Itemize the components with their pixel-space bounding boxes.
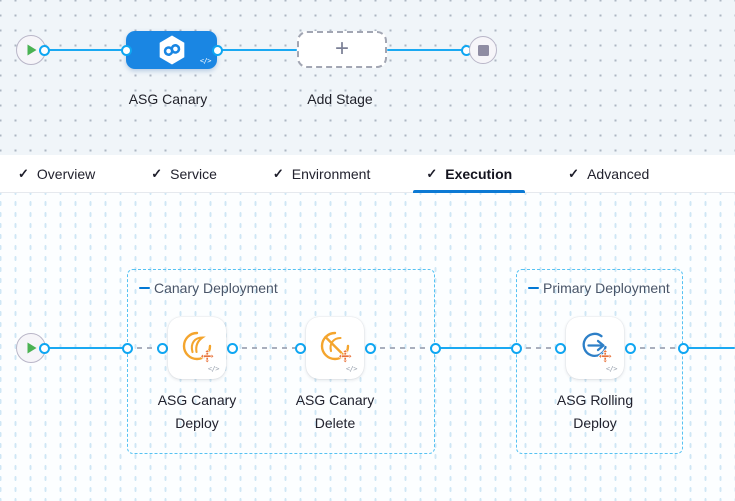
connector-port[interactable] [624, 342, 636, 354]
step-node-asg-rolling-deploy[interactable]: </> [566, 317, 624, 379]
connector-port[interactable] [211, 44, 223, 56]
check-icon: ✓ [272, 165, 284, 181]
connector-port[interactable] [294, 342, 306, 354]
tab-advanced[interactable]: ✓ Advanced [555, 155, 662, 192]
code-icon: </> [207, 365, 220, 373]
stage-node-asg-canary[interactable]: </> [126, 31, 217, 69]
tab-label: Execution [445, 165, 513, 182]
flow-line [217, 48, 297, 52]
check-icon: ✓ [18, 165, 29, 181]
stage-pipeline-canvas: </> + ASG Canary Add Stage [0, 0, 735, 155]
code-icon: </> [345, 365, 358, 373]
add-stage-button[interactable]: + [297, 31, 387, 68]
flow-line-dashed [370, 347, 435, 349]
flow-line-dashed [127, 347, 162, 349]
step-node-asg-canary-deploy[interactable]: </> [168, 317, 226, 379]
connector-port[interactable] [226, 342, 238, 354]
group-label: Canary Deployment [139, 280, 278, 296]
stage-config-tabbar: ✓ Overview ✓ Service ✓ Environment ✓ Exe… [0, 155, 735, 193]
connector-port[interactable] [364, 342, 376, 354]
code-icon: </> [605, 365, 618, 373]
connector-port[interactable] [554, 342, 566, 354]
play-icon [27, 44, 36, 56]
connector-port[interactable] [429, 342, 441, 354]
add-stage-label: Add Stage [307, 91, 373, 107]
stop-icon [477, 44, 489, 56]
connector-port[interactable] [677, 342, 689, 354]
step-node-asg-canary-delete[interactable]: </> [306, 317, 364, 379]
step-name-line2: Delete [314, 415, 356, 431]
flow-line-dashed [630, 347, 683, 349]
pipeline-end-node[interactable] [469, 36, 497, 64]
connector-port[interactable] [121, 342, 133, 354]
step-group-canary-deployment: Canary Deployment [127, 269, 435, 454]
code-icon: </> [199, 57, 212, 65]
asg-canary-deploy-icon [182, 331, 215, 364]
check-icon: ✓ [426, 165, 438, 181]
check-icon: ✓ [568, 165, 580, 181]
step-name-label: ASG Canary Deploy [127, 389, 267, 435]
flow-line-dashed [516, 347, 560, 349]
tab-label: Advanced [587, 165, 650, 182]
stage-name-label: ASG Canary [128, 91, 208, 107]
flow-line [435, 346, 516, 350]
flow-line-dashed [232, 347, 300, 349]
connector-port[interactable] [510, 342, 522, 354]
step-name-line1: ASG Canary [295, 392, 375, 408]
step-name-line1: ASG Canary [157, 392, 237, 408]
asg-canary-delete-icon [320, 331, 353, 364]
flow-line [683, 346, 735, 350]
harness-deploy-stage-icon [159, 35, 184, 65]
connector-port[interactable] [38, 342, 50, 354]
connector-port[interactable] [120, 44, 132, 56]
collapse-icon[interactable] [528, 286, 539, 290]
step-name-line1: ASG Rolling [556, 392, 634, 408]
flow-line [387, 48, 466, 52]
tab-label: Overview [36, 165, 96, 182]
group-label: Primary Deployment [528, 280, 670, 296]
step-name-line2: Deploy [573, 415, 617, 431]
group-label-text: Canary Deployment [154, 280, 278, 296]
group-label-text: Primary Deployment [543, 280, 670, 296]
asg-rolling-deploy-icon [582, 332, 613, 364]
connector-port[interactable] [156, 342, 168, 354]
plus-icon: + [334, 34, 349, 62]
step-name-line2: Deploy [175, 415, 219, 431]
connector-port[interactable] [38, 44, 50, 56]
collapse-icon[interactable] [139, 286, 150, 290]
flow-line [44, 48, 126, 52]
tab-label: Service [170, 165, 217, 182]
step-name-label: ASG Canary Delete [265, 389, 405, 435]
tab-execution[interactable]: ✓ Execution [413, 155, 525, 193]
play-icon [27, 342, 36, 354]
check-icon: ✓ [151, 165, 163, 181]
tab-environment[interactable]: ✓ Environment [260, 155, 384, 192]
step-name-label: ASG Rolling Deploy [525, 389, 665, 435]
tab-overview[interactable]: ✓ Overview [5, 155, 108, 192]
tab-service[interactable]: ✓ Service [138, 155, 230, 192]
tab-label: Environment [291, 165, 371, 182]
step-group-primary-deployment: Primary Deployment [516, 269, 683, 454]
execution-canvas: Canary Deployment Primary Deployment [0, 193, 735, 501]
flow-line [44, 346, 127, 350]
